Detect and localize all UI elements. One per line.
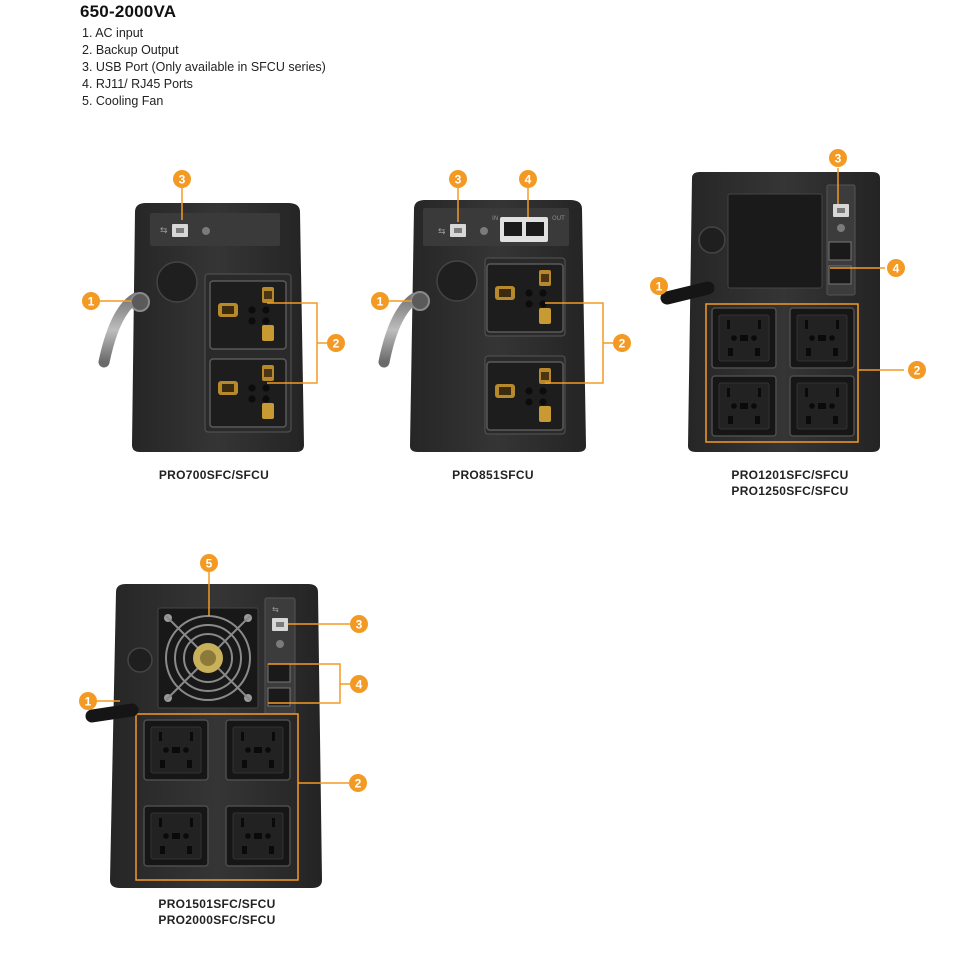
callout-badge xyxy=(371,292,389,310)
usb-symbol-icon: ⇆ xyxy=(272,605,279,614)
callout-badge xyxy=(79,692,97,710)
callout-badge xyxy=(350,615,368,633)
legend-item-backup-output: 2. Backup Output xyxy=(82,43,179,57)
power-cord xyxy=(85,703,139,723)
model-name: PRO700SFC/SFCU xyxy=(158,468,270,482)
model-name: PRO1201SFC/SFCU xyxy=(731,468,849,482)
power-cord xyxy=(378,292,421,368)
model-name: PRO2000SFC/SFCU xyxy=(158,913,276,927)
outlet-icon xyxy=(143,719,209,781)
callout-badge xyxy=(650,277,668,295)
callout-number: 3 xyxy=(356,618,363,632)
rj-ports-icon xyxy=(267,663,291,683)
callout-number: 1 xyxy=(656,280,663,294)
callout-number: 3 xyxy=(455,173,462,187)
outlet-icon xyxy=(143,805,209,867)
callout-badge xyxy=(173,170,191,188)
usb-symbol-icon: ⇆ xyxy=(438,227,446,237)
callout-badge xyxy=(519,170,537,188)
callout-number: 4 xyxy=(525,173,532,187)
callout-number: 1 xyxy=(85,695,92,709)
callout-badge xyxy=(449,170,467,188)
model-caption-pro1201: PRO1201SFC/SFCU PRO1250SFC/SFCU xyxy=(695,467,885,499)
model-caption-pro700: PRO700SFC/SFCU xyxy=(134,467,294,483)
outlet-icon xyxy=(209,280,287,350)
callout-badge xyxy=(327,334,345,352)
breaker-button xyxy=(127,647,153,673)
ups-model-pro700: ⇆ 1 2 3 xyxy=(82,170,345,452)
page-title: 650-2000VA xyxy=(80,2,177,21)
ups-model-pro1201: 1 2 3 4 xyxy=(650,149,926,452)
svg-text:IN: IN xyxy=(492,215,498,222)
outlet-icon xyxy=(225,719,291,781)
breaker-button xyxy=(156,261,198,303)
callout-badge xyxy=(82,292,100,310)
callout-number: 2 xyxy=(333,337,340,351)
callout-badge xyxy=(200,554,218,572)
callout-badge xyxy=(908,361,926,379)
model-name: PRO1250SFC/SFCU xyxy=(731,484,849,498)
svg-text:OUT: OUT xyxy=(552,215,565,222)
outlet-icon xyxy=(711,307,777,369)
breaker-button xyxy=(436,260,478,302)
component-legend: 1. AC input 2. Backup Output 3. USB Port… xyxy=(82,25,326,110)
outlet-icon xyxy=(486,361,564,431)
legend-item-rj-ports: 4. RJ11/ RJ45 Ports xyxy=(82,77,193,91)
callout-number: 3 xyxy=(179,173,186,187)
callout-number: 4 xyxy=(356,678,363,692)
callout-number: 1 xyxy=(377,295,384,309)
callout-number: 2 xyxy=(619,337,626,351)
legend-item-cooling-fan: 5. Cooling Fan xyxy=(82,94,164,108)
rj-ports-icon xyxy=(828,241,852,261)
legend-item-ac-input: 1. AC input xyxy=(82,26,144,40)
breaker-button xyxy=(698,226,726,254)
legend-item-usb-port: 3. USB Port (Only available in SFCU seri… xyxy=(82,60,326,74)
model-name: PRO851SFCU xyxy=(452,468,534,482)
usb-symbol-icon: ⇆ xyxy=(160,226,168,236)
callout-number: 2 xyxy=(914,364,921,378)
callout-badge xyxy=(829,149,847,167)
power-cord xyxy=(660,281,715,305)
model-name: PRO1501SFC/SFCU xyxy=(158,897,276,911)
outlet-icon xyxy=(486,263,564,333)
model-caption-pro851: PRO851SFCU xyxy=(413,467,573,483)
outlet-icon xyxy=(711,375,777,437)
outlet-icon xyxy=(789,307,855,369)
power-cord xyxy=(98,292,142,368)
callout-badge xyxy=(350,675,368,693)
outlet-icon xyxy=(789,375,855,437)
callout-number: 3 xyxy=(835,152,842,166)
callout-badge xyxy=(349,774,367,792)
callout-badge xyxy=(887,259,905,277)
outlet-icon xyxy=(225,805,291,867)
model-caption-pro1501: PRO1501SFC/SFCU PRO2000SFC/SFCU xyxy=(122,896,312,928)
callout-number: 4 xyxy=(893,262,900,276)
ups-model-pro1501: ⇆ 1 2 3 4 5 xyxy=(79,554,368,888)
callout-number: 5 xyxy=(206,557,213,571)
ups-model-pro851: ⇆ IN OUT 1 2 3 4 xyxy=(371,170,631,452)
callout-number: 2 xyxy=(355,777,362,791)
callout-number: 1 xyxy=(88,295,95,309)
outlet-icon xyxy=(209,358,287,428)
callout-badge xyxy=(613,334,631,352)
